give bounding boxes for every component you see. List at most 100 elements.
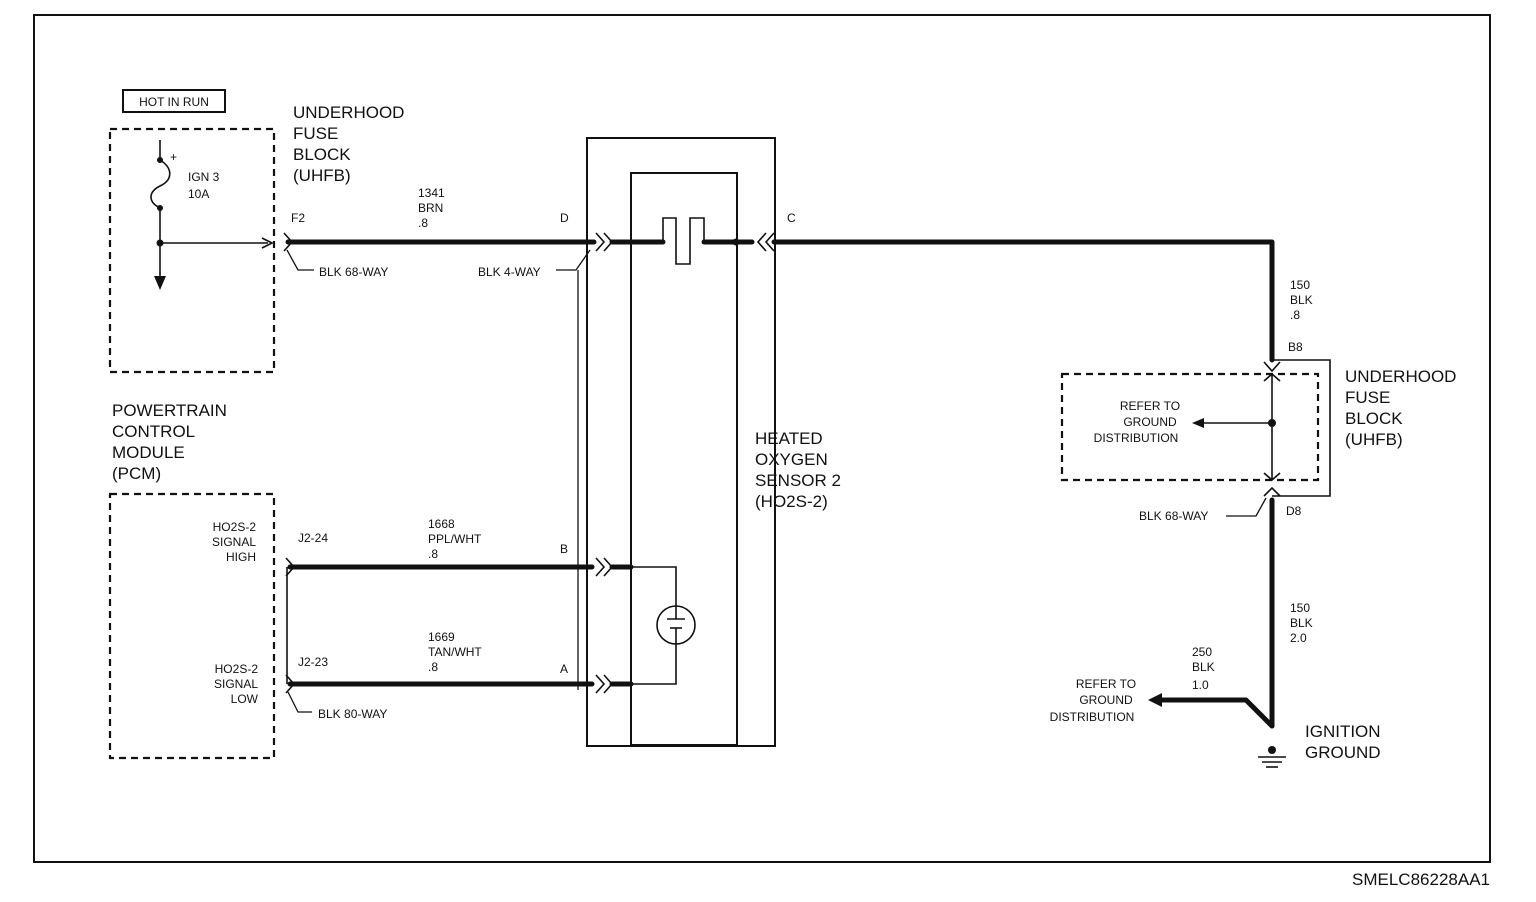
svg-text:TAN/WHT: TAN/WHT [428, 645, 482, 659]
ho2s-inner-box [630, 172, 738, 746]
sensor-element-icon [631, 566, 696, 685]
signal-low-label: HO2S-2 SIGNAL LOW [214, 662, 259, 706]
svg-text:BLOCK: BLOCK [293, 145, 351, 164]
wire-1341-label: 1341 BRN .8 [418, 186, 445, 230]
svg-text:FUSE: FUSE [293, 124, 338, 143]
pin-a: A [560, 662, 568, 676]
pin-d: D [560, 211, 569, 225]
svg-text:POWERTRAIN: POWERTRAIN [112, 401, 227, 420]
wire-1668-label: 1668 PPL/WHT .8 [428, 517, 482, 561]
connector-blk68-right: BLK 68-WAY [1139, 509, 1208, 523]
svg-text:HEATED: HEATED [755, 429, 823, 448]
svg-text:(HO2S-2): (HO2S-2) [755, 492, 828, 511]
svg-text:+: + [170, 150, 177, 164]
ignition-ground-label: IGNITION GROUND [1305, 722, 1381, 762]
pin-b8: B8 [1288, 340, 1303, 354]
connector-blk4: BLK 4-WAY [478, 265, 541, 279]
hot-in-run-box: HOT IN RUN [122, 89, 226, 113]
svg-text:SENSOR 2: SENSOR 2 [755, 471, 841, 490]
wire-150a-label: 150 BLK .8 [1290, 278, 1313, 322]
wire-150-top [701, 232, 1275, 363]
svg-text:.8: .8 [418, 216, 428, 230]
svg-text:HO2S-2: HO2S-2 [215, 662, 259, 676]
uhfb-top-box [108, 127, 276, 374]
heater-element-icon [662, 217, 705, 265]
svg-text:2.0: 2.0 [1290, 631, 1307, 645]
svg-text:1669: 1669 [428, 630, 455, 644]
uhfb-right-bracket [1272, 359, 1331, 497]
svg-text:MODULE: MODULE [112, 443, 185, 462]
svg-text:HO2S-2: HO2S-2 [213, 520, 257, 534]
pin-c: C [787, 211, 796, 225]
svg-text:(UHFB): (UHFB) [293, 166, 351, 185]
wire-1668 [285, 557, 634, 577]
svg-text:SIGNAL: SIGNAL [212, 535, 256, 549]
svg-text:FUSE: FUSE [1345, 388, 1390, 407]
wire-1669-label: 1669 TAN/WHT .8 [428, 630, 482, 674]
svg-text:.8: .8 [428, 547, 438, 561]
svg-text:UNDERHOOD: UNDERHOOD [1345, 367, 1456, 386]
svg-text:REFER TO: REFER TO [1120, 399, 1180, 413]
pcm-label: POWERTRAIN CONTROL MODULE (PCM) [112, 401, 227, 483]
svg-text:1668: 1668 [428, 517, 455, 531]
pcm-box [108, 492, 276, 760]
wire-250 [1157, 697, 1275, 729]
svg-text:PPL/WHT: PPL/WHT [428, 532, 482, 546]
wire-150b-label: 150 BLK 2.0 [1290, 601, 1313, 645]
pin-d8: D8 [1286, 504, 1302, 518]
diagram-id: SMELC86228AA1 [1352, 870, 1490, 889]
svg-text:GROUND: GROUND [1123, 415, 1177, 429]
svg-text:GROUND: GROUND [1079, 693, 1133, 707]
svg-text:150: 150 [1290, 601, 1310, 615]
svg-text:DISTRIBUTION: DISTRIBUTION [1050, 710, 1135, 724]
uhfb-right-internal [1192, 361, 1281, 497]
svg-text:DISTRIBUTION: DISTRIBUTION [1094, 431, 1179, 445]
svg-text:250: 250 [1192, 645, 1212, 659]
ho2s-outer-box [586, 137, 776, 747]
svg-text:1341: 1341 [418, 186, 445, 200]
blk80-leader [287, 691, 312, 713]
svg-text:OXYGEN: OXYGEN [755, 450, 828, 469]
uhfb-right-label: UNDERHOOD FUSE BLOCK (UHFB) [1345, 367, 1456, 449]
pin-j2-23: J2-23 [298, 655, 328, 669]
svg-text:REFER TO: REFER TO [1076, 677, 1136, 691]
fuse-name: IGN 3 [188, 170, 220, 184]
wire-250-arrow [1148, 693, 1162, 707]
svg-text:IGNITION: IGNITION [1305, 722, 1381, 741]
uhfb-top-label: UNDERHOOD FUSE BLOCK (UHFB) [293, 103, 404, 185]
svg-text:.8: .8 [428, 660, 438, 674]
fuse-icon: + [150, 140, 274, 290]
svg-text:BLK: BLK [1192, 660, 1215, 674]
pin-j2-24: J2-24 [298, 531, 328, 545]
refer-ground-label-2: REFER TO GROUND DISTRIBUTION [1050, 677, 1136, 724]
svg-text:UNDERHOOD: UNDERHOOD [293, 103, 404, 122]
connector-blk68-top: BLK 68-WAY [319, 265, 388, 279]
connector-blk80: BLK 80-WAY [318, 707, 387, 721]
ground-icon [1258, 746, 1286, 768]
svg-text:BLK: BLK [1290, 616, 1313, 630]
svg-text:BRN: BRN [418, 201, 443, 215]
svg-text:CONTROL: CONTROL [112, 422, 195, 441]
svg-text:1.0: 1.0 [1192, 678, 1209, 692]
wire-1341 [283, 232, 666, 252]
pin-b: B [560, 542, 568, 556]
pin-f2: F2 [291, 211, 305, 225]
wire-1669 [285, 674, 634, 694]
svg-text:GROUND: GROUND [1305, 743, 1381, 762]
refer-ground-label-1: REFER TO GROUND DISTRIBUTION [1094, 399, 1180, 445]
signal-high-label: HO2S-2 SIGNAL HIGH [212, 520, 256, 564]
svg-text:.8: .8 [1290, 308, 1300, 322]
diagram-frame [33, 14, 1491, 863]
wire-250-label: 250 BLK 1.0 [1192, 645, 1215, 692]
svg-text:LOW: LOW [231, 692, 259, 706]
svg-text:(UHFB): (UHFB) [1345, 430, 1403, 449]
hot-in-run-label: HOT IN RUN [139, 95, 209, 109]
blk68-right-leader [1226, 497, 1267, 517]
svg-text:(PCM): (PCM) [112, 464, 161, 483]
svg-text:150: 150 [1290, 278, 1310, 292]
svg-text:HIGH: HIGH [226, 550, 256, 564]
blk68-top-leader [286, 249, 314, 271]
fuse-rating: 10A [188, 187, 209, 201]
ho2s-title: HEATED OXYGEN SENSOR 2 (HO2S-2) [755, 429, 841, 511]
